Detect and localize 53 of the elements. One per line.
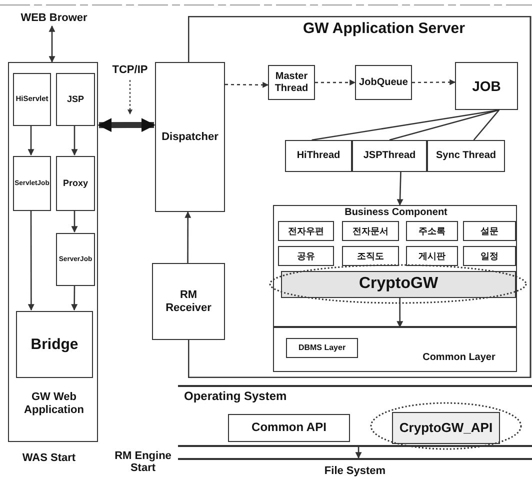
arrow xyxy=(396,172,404,206)
arrow xyxy=(71,210,78,233)
arrow xyxy=(355,447,362,459)
module-box: 전자우편 xyxy=(278,221,334,241)
arrow xyxy=(98,118,156,132)
arrow xyxy=(71,125,78,156)
note-label: RM Engine Start xyxy=(114,450,172,474)
thread-box: JSPThread xyxy=(352,140,427,172)
box-title: GW Web Application xyxy=(23,391,85,416)
arrow xyxy=(396,297,404,328)
module-box: 전자문서 xyxy=(342,221,399,241)
box-title: GW Application Server xyxy=(302,20,466,38)
component-box: JSP xyxy=(56,73,95,126)
module-box: 게시판 xyxy=(406,246,458,266)
arrow xyxy=(315,80,356,86)
note-label: WAS Start xyxy=(21,452,77,464)
layer-box: DBMS Layer xyxy=(286,338,358,358)
container-box xyxy=(273,205,517,327)
module-box: 설문 xyxy=(463,221,516,241)
arrow xyxy=(28,125,34,156)
connector-line xyxy=(473,110,500,140)
arrow xyxy=(412,79,456,86)
component-box: Master Thread xyxy=(268,65,315,100)
layer-band xyxy=(178,385,532,447)
module-box: 공유 xyxy=(278,246,334,266)
api-box: CryptoGW_API xyxy=(392,412,500,444)
arrow xyxy=(225,82,269,88)
component-box: JobQueue xyxy=(355,65,412,100)
thread-box: HiThread xyxy=(285,140,352,172)
thread-box: Sync Thread xyxy=(427,140,505,172)
container-box xyxy=(8,62,98,442)
node-label: WEB Brower xyxy=(14,10,94,26)
arrow xyxy=(48,25,56,63)
box-title: Common Layer xyxy=(422,352,496,364)
box-title: Operating System xyxy=(184,390,288,404)
api-box: Common API xyxy=(228,414,350,442)
arrow xyxy=(71,285,78,311)
component-box: Bridge xyxy=(16,311,93,378)
layer-band: File System xyxy=(178,458,532,482)
arrow xyxy=(28,210,34,311)
component-box: RM Receiver xyxy=(152,263,225,340)
connector-line xyxy=(389,109,500,141)
module-box: 조직도 xyxy=(342,246,399,266)
component-box: Proxy xyxy=(56,156,95,211)
arrow xyxy=(184,211,192,263)
container-box xyxy=(273,327,517,372)
box-title: Business Component xyxy=(344,207,448,218)
module-box: 주소록 xyxy=(406,221,458,241)
component-box: Dispatcher xyxy=(155,62,225,212)
connector-line xyxy=(312,109,500,141)
module-bar: CryptoGW xyxy=(281,271,516,298)
module-box: 일정 xyxy=(463,246,516,266)
component-box: JOB xyxy=(455,62,518,110)
